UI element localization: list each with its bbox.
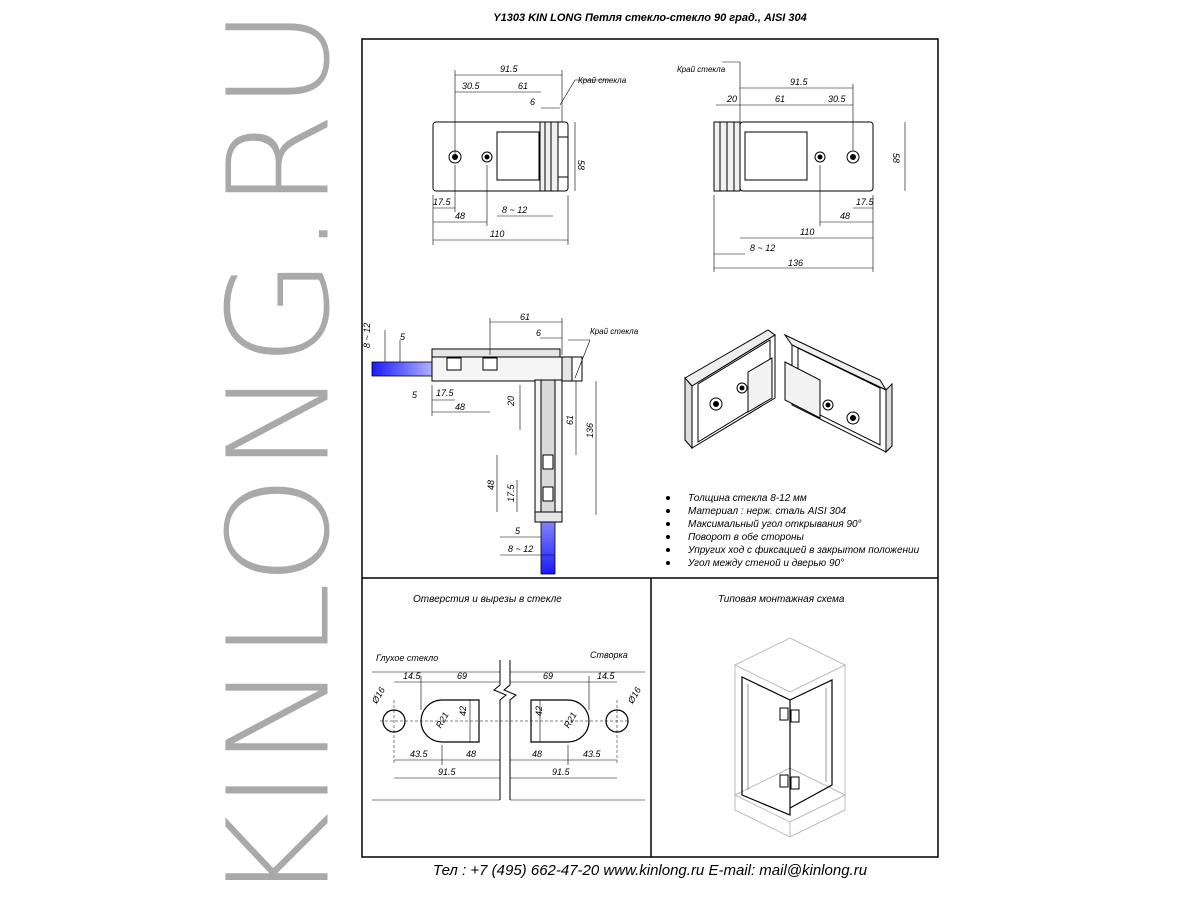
v2-dim-136: 136 — [788, 258, 803, 268]
v2-dim-58: 58 — [891, 153, 901, 163]
v3-dim-48v: 48 — [486, 480, 496, 490]
v3-dim-61: 61 — [520, 312, 530, 322]
v2-dim-91-5: 91.5 — [790, 77, 809, 87]
cutouts-title: Отверстия и вырезы в стекле — [413, 594, 562, 605]
cut-right-dim-43-5: 43.5 — [583, 749, 602, 759]
cut-right-dim-91-5: 91.5 — [552, 767, 571, 777]
mounting-scheme — [733, 637, 847, 838]
v3-dim-8-12: 8 ~ 12 — [362, 323, 372, 348]
v1-dim-30-5: 30.5 — [462, 81, 481, 91]
spec-item: Материал : нерж. сталь AISI 304 — [688, 506, 847, 517]
v3-dim-5c: 5 — [515, 526, 521, 536]
specs-list: Толщина стекла 8-12 мм Материал : нерж. … — [666, 493, 920, 569]
v3-dim-5b: 5 — [412, 390, 418, 400]
v1-dim-58: 58 — [576, 160, 586, 170]
v3-dim-6: 6 — [536, 328, 541, 338]
cut-left-dim-14-5: 14.5 — [403, 671, 422, 681]
v1-dim-91-5: 91.5 — [500, 64, 519, 74]
v2-dim-17-5: 17.5 — [856, 197, 875, 207]
v3-dim-136: 136 — [585, 423, 595, 438]
drawing-frame — [361, 38, 939, 858]
cut-left-dim-69: 69 — [457, 671, 467, 681]
v2-dim-30-5: 30.5 — [828, 94, 847, 104]
hinge-3d-view — [684, 329, 893, 454]
v1-dim-6: 6 — [530, 97, 535, 107]
v2-dim-48: 48 — [840, 211, 850, 221]
cut-right-dim-d16: Ø16 — [625, 685, 643, 706]
v2-glass-edge-label: Край стекла — [677, 65, 726, 74]
v1-glass-edge-label: Край стекла — [578, 76, 627, 85]
cut-right-dim-69: 69 — [543, 671, 553, 681]
fixed-glass-label: Глухое стекло — [376, 653, 438, 663]
v3-dim-8-12b: 8 ~ 12 — [508, 544, 533, 554]
cut-right-dim-42: 42 — [534, 706, 544, 716]
cutouts-drawing — [372, 660, 645, 801]
v2-dim-61: 61 — [775, 94, 785, 104]
view-front-left — [432, 70, 610, 245]
v3-glass-edge-label: Край стекла — [590, 327, 639, 336]
view-section — [371, 318, 597, 575]
cut-left-dim-d16: Ø16 — [369, 685, 387, 706]
spec-item: Угол между стеной и дверью 90° — [687, 558, 844, 569]
v2-dim-20: 20 — [726, 94, 737, 104]
spec-item: Максимальный угол открывания 90° — [688, 519, 862, 530]
cut-left-dim-r21: R21 — [434, 710, 451, 729]
v1-dim-61: 61 — [518, 81, 528, 91]
mounting-title: Типовая монтажная схема — [718, 594, 845, 605]
spec-item: Упругих ход с фиксацией в закрытом полож… — [687, 544, 920, 556]
cut-right-dim-48: 48 — [532, 749, 542, 759]
door-leaf-label: Створка — [590, 650, 628, 660]
cut-left-dim-42: 42 — [458, 706, 468, 716]
cut-left-dim-91-5: 91.5 — [438, 767, 457, 777]
v1-dim-8-12: 8 ~ 12 — [502, 205, 527, 215]
v3-dim-17-5v: 17.5 — [506, 483, 516, 502]
v1-dim-17-5: 17.5 — [433, 197, 452, 207]
v1-dim-110: 110 — [490, 229, 504, 239]
cut-left-dim-43-5: 43.5 — [410, 749, 429, 759]
v2-dim-110: 110 — [800, 227, 814, 237]
v3-dim-48: 48 — [455, 402, 465, 412]
v3-dim-5a: 5 — [400, 332, 406, 342]
page-title: Y1303 KIN LONG Петля стекло-стекло 90 гр… — [493, 12, 807, 24]
cut-right-dim-r21: R21 — [562, 710, 579, 729]
cut-right-dim-14-5: 14.5 — [597, 671, 616, 681]
v3-dim-17-5: 17.5 — [436, 388, 455, 398]
v2-dim-8-12: 8 ~ 12 — [750, 243, 775, 253]
contacts-footer: Тел : +7 (495) 662-47-20 www.kinlong.ru … — [432, 862, 868, 879]
view-front-right — [713, 61, 906, 272]
v3-dim-20: 20 — [506, 396, 516, 407]
cut-left-dim-48: 48 — [466, 749, 476, 759]
spec-item: Толщина стекла 8-12 мм — [688, 493, 807, 504]
v1-dim-48: 48 — [455, 211, 465, 221]
spec-item: Поворот в обе стороны — [688, 531, 805, 543]
v3-dim-61v: 61 — [565, 415, 575, 425]
